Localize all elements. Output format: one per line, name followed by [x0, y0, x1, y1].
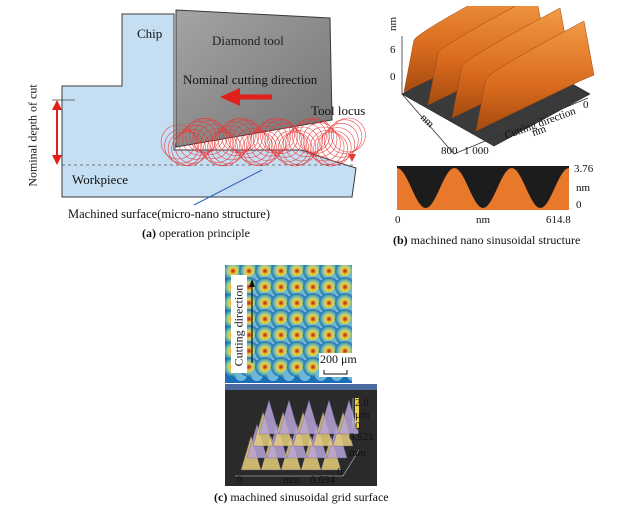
- b-x-tick-1000: 1 000: [464, 145, 489, 157]
- c-cutting-direction: Cutting direction: [231, 284, 246, 367]
- b-z-tick-0: 0: [390, 71, 396, 83]
- b-y-tick-800: 800: [441, 145, 458, 157]
- caption-a: (a) operation principle: [142, 226, 250, 240]
- diamond-tool: [175, 9, 333, 148]
- c-x-val: 0.694: [310, 474, 335, 486]
- machined-surface-label: Machined surface(micro-nano structure): [68, 207, 270, 221]
- b-profile-unit: nm: [576, 182, 591, 194]
- chip-label: Chip: [137, 26, 163, 41]
- c-origin-0: 0: [337, 466, 343, 478]
- grid-cells: [225, 265, 352, 381]
- b-profile-xunit: nm: [476, 214, 491, 226]
- b-profile-xmax: 614.8: [546, 214, 571, 226]
- depth-of-cut-label: Nominal depth of cut: [25, 84, 40, 187]
- profile-curve: [397, 168, 569, 210]
- c-scale-bar-label: 200 μm: [320, 352, 357, 366]
- tool-locus-label: Tool locus: [311, 103, 366, 118]
- b-profile-bottom: 0: [576, 199, 582, 211]
- tool-locus-arrowhead: [348, 154, 356, 162]
- nano-sinusoidal-3d-plot: [382, 6, 622, 164]
- caption-b: (b) machined nano sinusoidal structure: [393, 233, 581, 247]
- c-z-unit: μm: [355, 409, 370, 421]
- c-z-zero: 0: [355, 420, 361, 432]
- operation-principle-diagram: [52, 9, 366, 206]
- b-z-tick-6: 6: [390, 44, 396, 56]
- scale-bar: [323, 370, 348, 375]
- machined-surface-leader: [193, 169, 263, 206]
- c-z-top: 2.0: [355, 397, 369, 409]
- sinusoidal-grid-3d-plot: [225, 384, 377, 486]
- tool-locus-circles: [160, 117, 366, 167]
- c-x0: 0: [237, 474, 243, 486]
- diamond-tool-label: Diamond tool: [212, 33, 284, 48]
- c-x-unit: mm: [283, 474, 301, 486]
- c-y-val: 0.521: [349, 431, 374, 443]
- cutting-direction-arrow-b: [533, 131, 569, 147]
- cutting-direction-arrow: [220, 88, 272, 106]
- sinusoidal-ridges: [403, 6, 595, 132]
- depth-of-cut-arrow: [52, 100, 62, 165]
- c-y-unit: mm: [349, 447, 367, 459]
- grid-3d-peaks: [240, 399, 360, 471]
- nano-sinusoidal-profile: [397, 166, 569, 210]
- workpiece-label: Workpiece: [72, 172, 128, 187]
- b-profile-top: 3.76: [574, 163, 594, 175]
- b-z-unit: nm: [387, 16, 400, 32]
- b-profile-x0: 0: [395, 214, 401, 226]
- cutting-direction-label: Nominal cutting direction: [183, 72, 318, 87]
- b-x-tick-0: 0: [583, 99, 589, 111]
- sinusoidal-grid-topview: [225, 265, 352, 383]
- caption-c: (c) machined sinusoidal grid surface: [214, 490, 389, 504]
